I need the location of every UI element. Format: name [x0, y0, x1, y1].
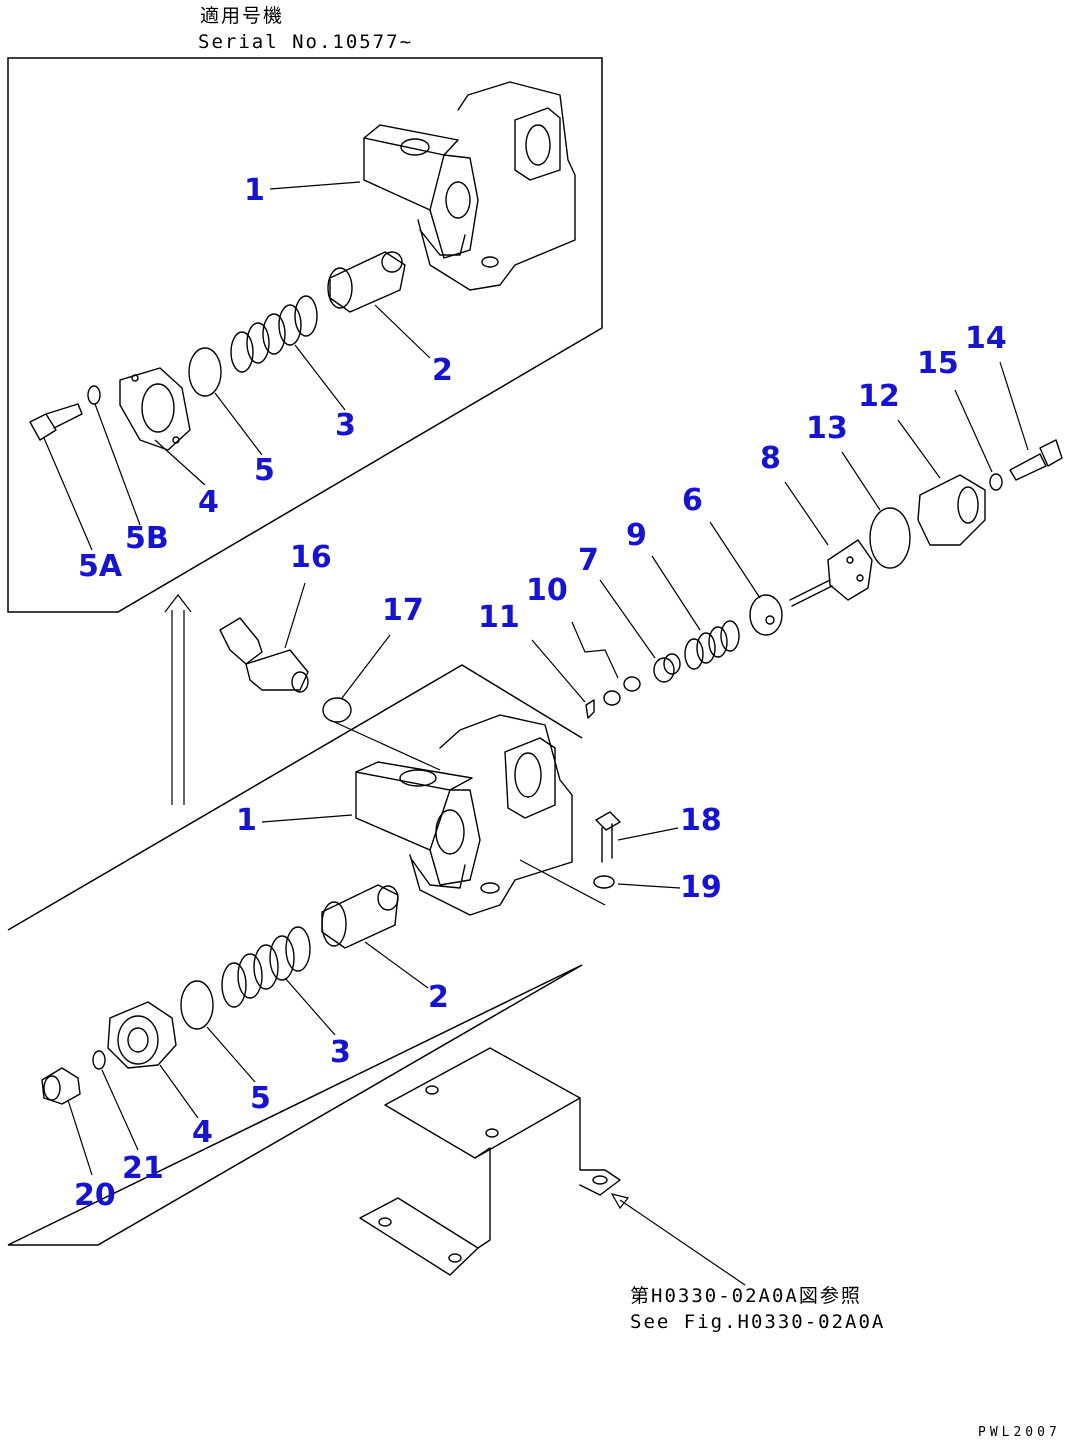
- callout-17: 17: [382, 593, 424, 628]
- callout-14: 14: [965, 321, 1007, 356]
- spool-main: [321, 884, 399, 949]
- callout-top-5a: 5A: [78, 549, 123, 584]
- main-assembly-frame: [7, 664, 583, 1246]
- callout-bot-1: 1: [236, 803, 257, 838]
- oring-top: [188, 347, 222, 397]
- variant-arrow: [164, 594, 192, 805]
- callout-top-1: 1: [244, 173, 265, 208]
- callout-bot-3: 3: [330, 1035, 351, 1070]
- callout-18: 18: [680, 803, 722, 838]
- valve-body-main: [329, 714, 606, 916]
- callout-20: 20: [74, 1178, 116, 1213]
- oring-main: [180, 980, 214, 1030]
- callout-11: 11: [478, 600, 520, 635]
- callout-top-3: 3: [335, 408, 356, 443]
- spring-main: [221, 926, 311, 1008]
- callout-7: 7: [578, 543, 599, 578]
- spring-top: [230, 295, 318, 373]
- plug-20: [41, 1067, 81, 1105]
- spring-9: [684, 620, 740, 670]
- bolt-top-5a: [29, 403, 83, 441]
- piston-7: [653, 653, 681, 683]
- washer-top-5b: [87, 385, 101, 405]
- callout-top-2: 2: [432, 353, 453, 388]
- serial-label-jp: 適用号機: [200, 5, 284, 27]
- callout-21: 21: [122, 1151, 164, 1186]
- cover-12: [917, 474, 986, 546]
- oring-13: [869, 507, 911, 569]
- callout-bot-5: 5: [250, 1081, 271, 1116]
- seat-6: [749, 594, 783, 636]
- fitting-16: [219, 617, 309, 693]
- serial-label-en: Serial No.10577~: [198, 31, 413, 53]
- oring-21: [92, 1050, 106, 1070]
- callout-bot-4: 4: [192, 1115, 213, 1150]
- ball-10: [603, 676, 641, 706]
- washer-15: [989, 473, 1003, 491]
- callout-6: 6: [682, 483, 703, 518]
- callout-12: 12: [858, 379, 900, 414]
- variant-detail-frame: [7, 57, 603, 613]
- oring-17: [322, 697, 352, 723]
- callout-8: 8: [760, 441, 781, 476]
- callout-19: 19: [680, 870, 722, 905]
- pin-11: [585, 699, 595, 719]
- callout-15: 15: [917, 346, 959, 381]
- callout-bot-2: 2: [428, 980, 449, 1015]
- callout-10: 10: [526, 573, 568, 608]
- spool-top: [327, 251, 406, 313]
- callout-13: 13: [806, 411, 848, 446]
- bolt-14: [1009, 439, 1063, 481]
- callout-top-5: 5: [254, 453, 275, 488]
- drawing-code: PWL2007: [978, 1425, 1061, 1440]
- cover-top: [119, 367, 191, 451]
- callout-9: 9: [626, 518, 647, 553]
- callout-top-4: 4: [198, 485, 219, 520]
- washer-19: [593, 875, 615, 889]
- callout-16: 16: [290, 540, 332, 575]
- plug-8: [789, 539, 873, 607]
- mounting-bracket: [359, 1047, 746, 1286]
- valve-body-top: [363, 81, 576, 291]
- reference-label-jp: 第H0330-02A0A図参照: [630, 1285, 862, 1307]
- reference-label-en: See Fig.H0330-02A0A: [630, 1311, 885, 1333]
- callout-top-5b: 5B: [125, 521, 169, 556]
- bolt-18: [595, 811, 621, 863]
- plug-main-4: [107, 1001, 177, 1069]
